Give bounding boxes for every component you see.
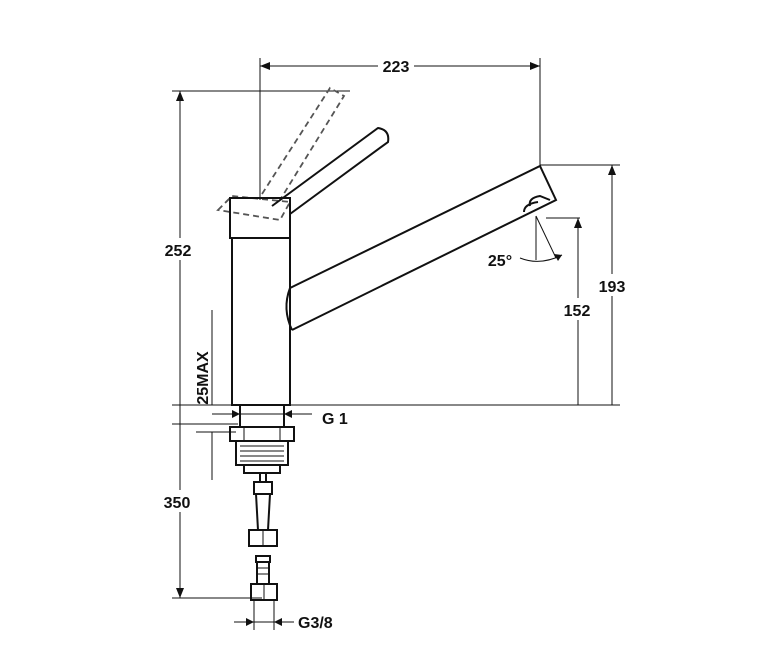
deck-thickness-label: 25MAX	[195, 351, 212, 405]
outlet-height-label: 152	[564, 303, 591, 320]
mounting-thread-assembly: G 1	[212, 404, 348, 474]
lever-alternate-position-dashed	[216, 86, 346, 221]
dimension-width-223: 223	[259, 56, 541, 200]
mounting-thread-label: G 1	[322, 411, 348, 428]
total-height-label: 252	[165, 243, 192, 260]
width-label: 223	[383, 59, 410, 76]
dimension-spout-193: 193	[540, 164, 630, 405]
angle-25-degree: 25°	[488, 215, 563, 270]
dimension-height-252: 252	[158, 90, 350, 405]
hose-connection-label: G3/8	[298, 615, 333, 632]
dimension-deck-25max: 25MAX	[195, 310, 213, 405]
dimension-outlet-152: 152	[546, 217, 594, 405]
angle-label: 25°	[488, 253, 512, 270]
dimension-hose-350: 350	[156, 405, 262, 599]
spout-height-label: 193	[599, 279, 626, 296]
flexible-hose	[248, 473, 278, 601]
hose-length-label: 350	[164, 495, 191, 512]
faucet-body	[229, 126, 558, 406]
dimension-hose-connection: G3/8	[234, 600, 333, 632]
